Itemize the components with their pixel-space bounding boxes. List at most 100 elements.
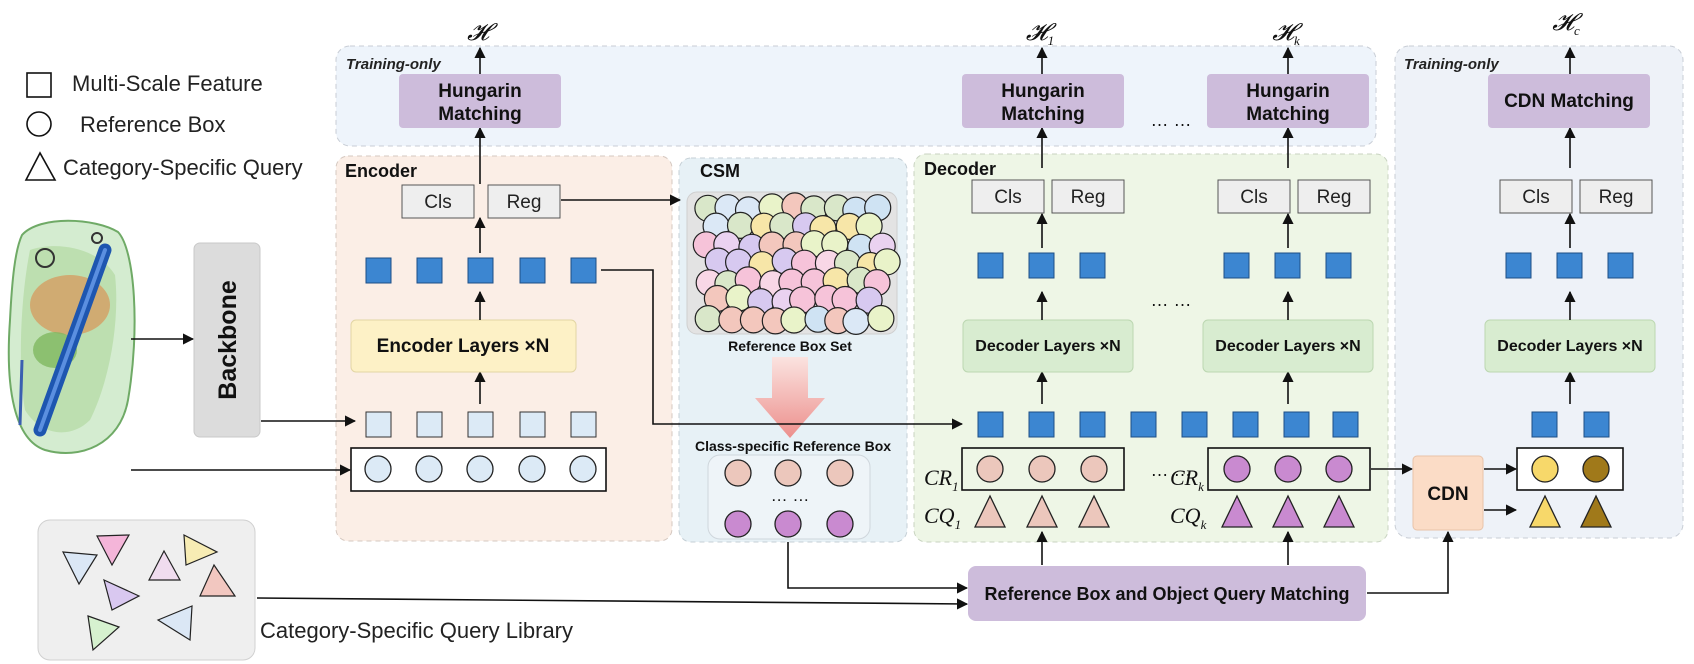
library-triangle xyxy=(199,563,237,597)
crk-circle xyxy=(1325,455,1353,483)
cr1-circle xyxy=(976,455,1004,483)
feature-square xyxy=(977,252,1004,279)
cdn-reg-label: Reg xyxy=(1599,187,1634,208)
class-specific-circle-pink xyxy=(826,459,854,487)
feature-square-light xyxy=(416,411,443,438)
feature-square-light xyxy=(570,411,597,438)
encoder-ref-circle xyxy=(364,455,392,483)
cdn-cls-box xyxy=(1499,179,1573,214)
decoder1-cls-label: Cls xyxy=(994,187,1021,208)
cdn-label: CDN xyxy=(1427,484,1468,505)
encoder-reg-label: Reg xyxy=(507,192,542,213)
cdn-circle-brown xyxy=(1582,455,1610,483)
encoder-layers-block xyxy=(350,319,577,373)
deck-hungarin-line2: Matching xyxy=(1246,104,1329,125)
crk-box xyxy=(1207,447,1371,491)
arrow-match-to-cdn xyxy=(1367,530,1454,594)
query-library-label: Category-Specific Query Library xyxy=(260,618,573,643)
dots-top: … … xyxy=(1150,110,1191,130)
decoder-input-features xyxy=(977,411,1359,438)
encoder-hungarin-line2: Matching xyxy=(438,104,521,125)
feature-square xyxy=(467,257,494,284)
class-specific-circle-purple xyxy=(826,510,854,538)
feature-square xyxy=(1531,411,1558,438)
class-specific-dots: … … xyxy=(771,486,810,505)
feature-square xyxy=(1181,411,1208,438)
legend-triangle-label: Category-Specific Query xyxy=(63,155,303,180)
deck-layers-label: Decoder Layers ×N xyxy=(1215,338,1360,355)
decoder-title: Decoder xyxy=(924,159,996,179)
training-only-label: Training-only xyxy=(346,56,441,73)
arrow-enc-out-to-dec xyxy=(601,269,964,430)
feature-square xyxy=(1079,411,1106,438)
arrow-library-to-match xyxy=(256,597,969,610)
feature-square xyxy=(1232,411,1259,438)
legend-triangle-icon xyxy=(24,151,57,181)
reference-box-circle xyxy=(694,305,722,333)
cr1-circle xyxy=(1080,455,1108,483)
decoder1-hungarin-line1: Hungarin xyxy=(1001,81,1084,102)
feature-square xyxy=(1028,411,1055,438)
decoder1-reg-label: Reg xyxy=(1071,187,1106,208)
cq1-triangle xyxy=(973,494,1007,528)
cdn-matching-label: CDN Matching xyxy=(1504,91,1634,112)
feature-square-light xyxy=(365,411,392,438)
library-triangle xyxy=(61,551,99,586)
cq1-label: CQ1 xyxy=(924,503,961,532)
encoder-cls-label: Cls xyxy=(424,192,451,213)
cdn-matching-block xyxy=(1488,74,1650,128)
csm-selection-arrow xyxy=(755,357,825,438)
ref-query-matching-block xyxy=(968,566,1366,621)
reference-box-set-label: Reference Box Set xyxy=(728,338,852,354)
deck-hungarin-line1: Hungarin xyxy=(1246,81,1329,102)
cdn-circle-yellow xyxy=(1531,455,1559,483)
cq1-triangle xyxy=(1077,494,1111,528)
feature-square-light xyxy=(467,411,494,438)
feature-square xyxy=(365,257,392,284)
library-triangle xyxy=(148,549,182,581)
legend-circle-icon xyxy=(26,111,52,137)
feature-square xyxy=(977,411,1004,438)
encoder-ref-circle xyxy=(415,455,443,483)
deck-cls-label: Cls xyxy=(1240,187,1267,208)
feature-square xyxy=(1028,252,1055,279)
dots-bottom: … … xyxy=(1150,460,1191,480)
cdn-reg-box xyxy=(1579,179,1653,214)
cdn-triangle-brown xyxy=(1579,494,1613,528)
class-specific-circle-purple xyxy=(724,510,752,538)
encoder-cls-box xyxy=(401,184,475,219)
feature-square xyxy=(1223,252,1250,279)
cdn-output-H: 𝓗c xyxy=(1552,10,1583,38)
deck-cls-box xyxy=(1217,179,1291,214)
encoder-layers-label: Encoder Layers ×N xyxy=(377,336,550,357)
decoder1-hungarin-matching xyxy=(962,74,1124,128)
feature-square xyxy=(1079,252,1106,279)
decoder1-cls-box xyxy=(971,179,1045,214)
cdn-decoder-layers-label: Decoder Layers ×N xyxy=(1497,338,1642,355)
feature-square xyxy=(1274,252,1301,279)
encoder-reg-box xyxy=(487,184,561,219)
reference-box-circle xyxy=(842,307,870,335)
class-specific-circle-purple xyxy=(774,510,802,538)
feature-square xyxy=(1283,411,1310,438)
crk-label: CRk xyxy=(1170,465,1204,494)
library-triangle xyxy=(96,534,131,567)
encoder-ref-circle xyxy=(569,455,597,483)
encoder-input-features xyxy=(365,411,597,438)
xray-image xyxy=(7,219,136,454)
decoder1-layers-block xyxy=(962,319,1134,373)
cdn-block xyxy=(1412,455,1484,531)
cr1-circle xyxy=(1028,455,1056,483)
deck-output-H: 𝓗k xyxy=(1272,20,1303,48)
feature-square xyxy=(1505,252,1532,279)
legend-square-icon xyxy=(26,72,52,98)
reference-box-circle xyxy=(780,306,808,334)
library-triangle xyxy=(156,605,193,642)
deck-hungarin-matching xyxy=(1207,74,1369,128)
csm-title: CSM xyxy=(700,161,740,181)
encoder-title: Encoder xyxy=(345,161,417,181)
dots-mid: … … xyxy=(1150,290,1191,310)
library-triangle xyxy=(87,615,121,652)
cdn-training-panel xyxy=(1394,45,1684,539)
